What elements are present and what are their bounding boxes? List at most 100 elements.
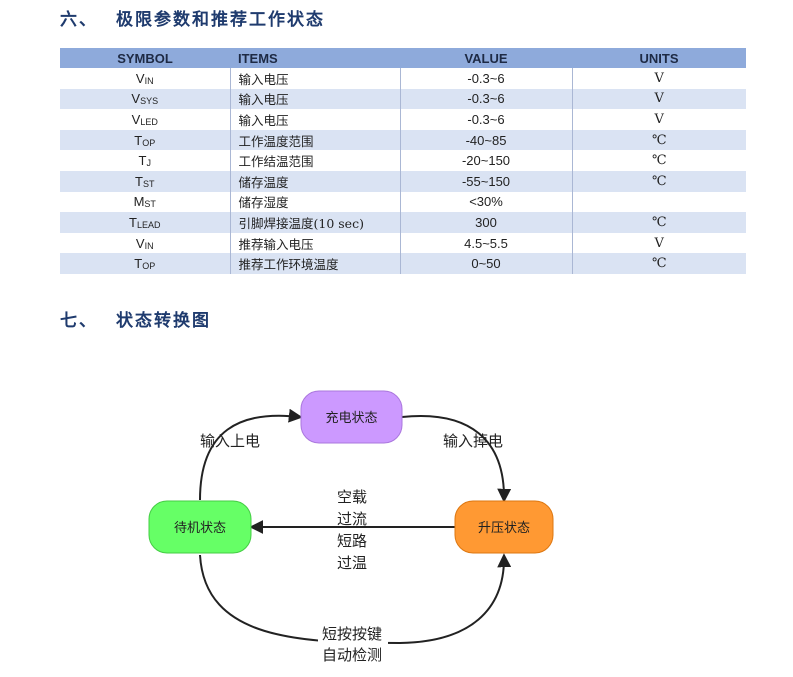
cell-item: 输入电压 (229, 68, 400, 89)
cell-unit: V (571, 88, 746, 110)
header-value: VALUE (400, 48, 572, 68)
cell-item: 储存温度 (229, 170, 400, 192)
symbol-sub: ST (142, 178, 155, 189)
section-7-title: 状态转换图 (116, 311, 211, 331)
symbol-main: V (131, 111, 141, 127)
cell-symbol: MST (60, 192, 230, 213)
symbol-main: T (129, 214, 137, 230)
edge-label-power-on: 输入上电 (200, 432, 260, 450)
cell-value: 300 (399, 212, 572, 233)
symbol-sub: LED (140, 116, 158, 127)
cell-item: 推荐工作环境温度 (229, 253, 400, 274)
symbol-sub: SYS (140, 96, 159, 107)
symbol-main: V (135, 235, 145, 251)
cell-unit: V (571, 68, 746, 89)
cell-symbol: TOP (60, 129, 230, 151)
symbol-main: T (134, 256, 143, 272)
symbol-sub: ST (144, 199, 156, 210)
symbol-sub: IN (144, 75, 154, 86)
symbol-main: V (135, 70, 145, 86)
symbol-sub: IN (144, 240, 154, 251)
cell-symbol: TOP (60, 253, 230, 274)
node-standby-label: 待机状态 (174, 521, 226, 536)
header-symbol: SYMBOL (60, 48, 230, 68)
section-6-heading: 六、极限参数和推荐工作状态 (60, 5, 325, 30)
header-items: ITEMS (230, 48, 400, 68)
node-charge-label: 充电状态 (325, 410, 377, 426)
cell-value: -0.3~6 (399, 109, 572, 130)
cell-unit: ℃ (571, 212, 746, 233)
cell-value: 4.5~5.5 (399, 232, 572, 254)
cell-item: 引脚焊接温度(10 sec) (229, 212, 400, 233)
symbol-main: M (133, 194, 145, 210)
cell-symbol: VIN (60, 68, 230, 89)
section-6-title: 极限参数和推荐工作状态 (116, 10, 325, 30)
edge-standby-to-boost-curve (199, 553, 512, 645)
cell-value: <30% (399, 191, 572, 213)
edge-charge-to-boost (401, 415, 512, 503)
section-6-number: 六、 (60, 10, 98, 30)
node-boost-label: 升压状态 (478, 521, 530, 536)
header-units: UNITS (572, 48, 746, 68)
symbol-main: V (131, 91, 141, 107)
cell-symbol: VSYS (60, 88, 230, 110)
cell-value: -55~150 (399, 170, 572, 192)
edge-label-fault-4: 过温 (337, 554, 367, 572)
cell-unit: ℃ (571, 150, 746, 171)
edge-label-button-2: 自动检测 (322, 646, 382, 664)
node-standby (148, 500, 252, 554)
edge-label-power-off: 输入掉电 (443, 432, 503, 450)
symbol-sub: OP (142, 261, 156, 272)
edge-standby-to-charge (199, 408, 303, 501)
section-7-number: 七、 (60, 311, 98, 331)
table-header-row: SYMBOL ITEMS VALUE UNITS (60, 48, 746, 68)
cell-item: 储存湿度 (229, 191, 400, 213)
symbol-sub: LEAD (136, 219, 161, 230)
cell-value: -20~150 (399, 150, 572, 171)
edge-label-fault-2: 过流 (337, 510, 367, 528)
cell-unit: V (571, 232, 746, 254)
edge-label-button-1: 短按按键 (322, 625, 382, 643)
cell-value: -0.3~6 (399, 88, 572, 110)
symbol-sub: J (146, 158, 151, 169)
cell-item: 工作温度范围 (229, 129, 400, 151)
cell-unit (571, 191, 746, 213)
symbol-main: T (138, 153, 147, 169)
edge-label-button-bg (318, 621, 388, 663)
section-7-heading: 七、状态转换图 (60, 306, 211, 331)
cell-unit: ℃ (571, 129, 746, 151)
symbol-main: T (135, 173, 143, 189)
cell-item: 工作结温范围 (229, 150, 400, 171)
cell-unit: ℃ (571, 253, 746, 274)
symbol-main: T (134, 132, 143, 148)
cell-unit: ℃ (571, 170, 746, 192)
cell-item: 输入电压 (229, 109, 400, 130)
cell-unit: V (571, 109, 746, 130)
cell-value: -40~85 (399, 129, 572, 151)
cell-symbol: TLEAD (60, 212, 230, 233)
edge-label-fault-3: 短路 (337, 532, 367, 550)
cell-item: 推荐输入电压 (229, 232, 400, 254)
cell-symbol: VIN (60, 233, 230, 254)
cell-symbol: TJ (60, 150, 230, 171)
cell-symbol: TST (60, 170, 230, 192)
cell-value: 0~50 (399, 253, 572, 274)
symbol-sub: OP (142, 137, 156, 148)
node-charge (300, 390, 403, 444)
cell-item: 输入电压 (229, 88, 400, 110)
node-boost (454, 500, 554, 554)
cell-value: -0.3~6 (399, 68, 572, 89)
cell-symbol: VLED (60, 109, 230, 130)
